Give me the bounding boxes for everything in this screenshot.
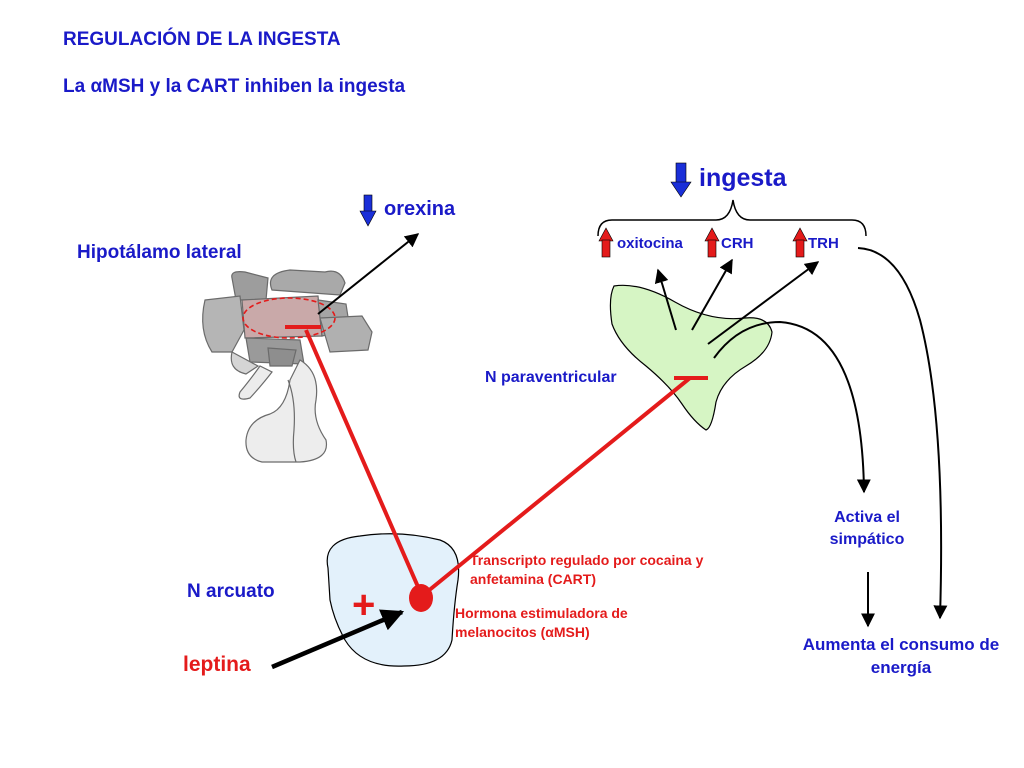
arrow-up-icon [704,227,720,258]
activa-simpatico-label: Activa el simpático [829,509,905,548]
arrow-to-trh [707,261,820,345]
neuron-dot [409,584,433,612]
aumenta-consumo-label: Aumenta el consumo de energía [802,635,1000,677]
arrow-to-orexina [317,233,420,315]
arrow-to-crh [691,258,733,331]
ingesta-label: ingesta [699,164,787,192]
arcuate-nucleus-shape [326,533,460,667]
inhibition-line-hipotalamo [304,329,424,597]
leptina-arrow [271,609,405,670]
arrow-up-icon [792,227,808,258]
ingesta-brace [597,199,867,237]
trh-label: TRH [808,235,839,252]
inhibition-line-paraventricular [420,376,692,598]
n-arcuato-label: N arcuato [187,581,275,602]
arrow-down-icon [670,162,692,198]
oxitocina-label: oxitocina [617,235,683,252]
leptina-label: leptina [183,653,251,676]
arrow-to-oxitocina [654,268,677,331]
arrow-up-icon [598,227,614,258]
stimulation-plus-sign: + [352,583,376,627]
hipotalamo-lateral-label: Hipotálamo lateral [77,242,242,263]
paraventricular-nucleus-shape [609,284,773,431]
arrow-to-simpatico [713,320,871,494]
page-subtitle: La αMSH y la CART inhiben la ingesta [63,76,406,97]
n-paraventricular-label: N paraventricular [485,369,617,386]
page-title: REGULACIÓN DE LA INGESTA [63,29,341,50]
brain-illustration [202,269,373,463]
arrow-trh-to-consumo [857,247,948,620]
arrow-down-icon [359,194,377,227]
cart-label: Transcripto regulado por cocaina y anfet… [470,552,704,587]
orexina-label: orexina [384,198,456,220]
crh-label: CRH [721,235,754,252]
msh-label: Hormona estimuladora de melanocitos (αMS… [455,605,628,640]
